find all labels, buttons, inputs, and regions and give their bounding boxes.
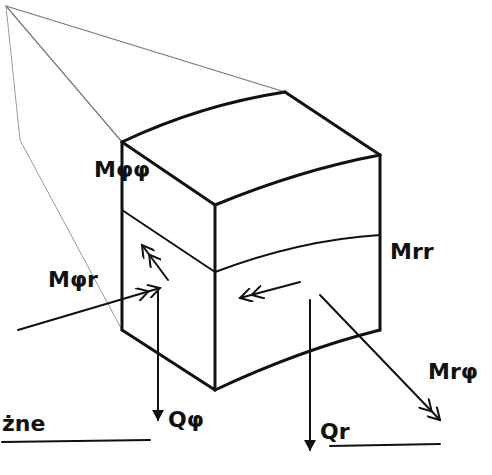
moment-label: Mφr [48, 268, 98, 292]
shear-label: Qr [320, 420, 350, 444]
moment-label: Mrr [390, 240, 434, 264]
moment-label: Mrφ [428, 360, 478, 384]
text-fragment: żne [2, 412, 45, 436]
moment-label: Mφφ [94, 158, 150, 182]
shear-label: Qφ [168, 408, 204, 432]
